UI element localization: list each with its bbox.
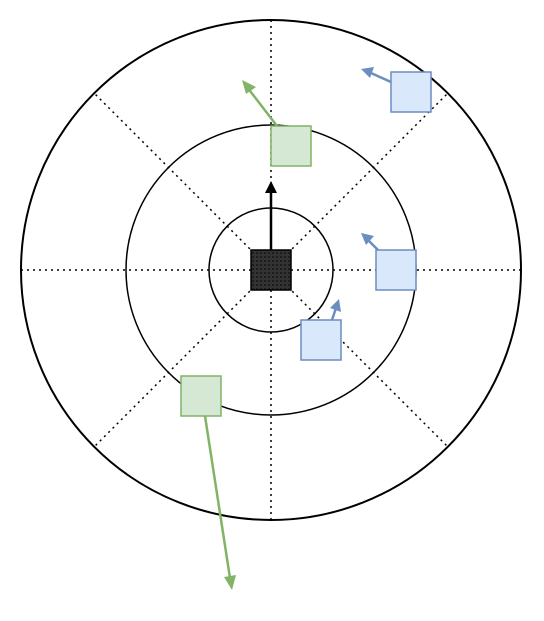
green-agent-bottom-left xyxy=(180,375,236,590)
green-bottom-arrow-shaft xyxy=(203,415,232,579)
blue-right-arrow-head xyxy=(361,233,374,245)
green-top-arrow-shaft xyxy=(246,86,278,127)
green-agent-top xyxy=(242,80,312,167)
center-arrow-head xyxy=(265,181,277,193)
blue-lower-box xyxy=(300,319,342,361)
blue-right-arrow-shaft xyxy=(367,239,379,251)
spoke-diagonal-se xyxy=(270,269,449,448)
blue-top-arrow-shaft xyxy=(370,71,392,84)
blue-lower-arrow-shaft xyxy=(330,307,338,321)
center-vehicle-box xyxy=(250,249,292,291)
green-bottom-box xyxy=(180,375,222,417)
blue-agent-lower xyxy=(300,299,342,361)
green-top-arrow-head xyxy=(242,80,256,94)
center-heading-arrow xyxy=(265,181,277,250)
blue-top-box xyxy=(390,71,432,113)
spoke-diagonal-nw xyxy=(93,92,272,271)
blue-right-box xyxy=(375,249,417,291)
spoke-diagonal-ne xyxy=(270,92,449,271)
green-bottom-arrow-head xyxy=(224,575,236,590)
blue-agent-right xyxy=(361,233,417,291)
blue-top-arrow-head xyxy=(361,67,374,78)
spoke-diagonal-sw xyxy=(93,269,272,448)
blue-lower-arrow-head xyxy=(330,299,341,312)
blue-agent-top-right xyxy=(361,67,432,113)
green-top-box xyxy=(270,125,312,167)
